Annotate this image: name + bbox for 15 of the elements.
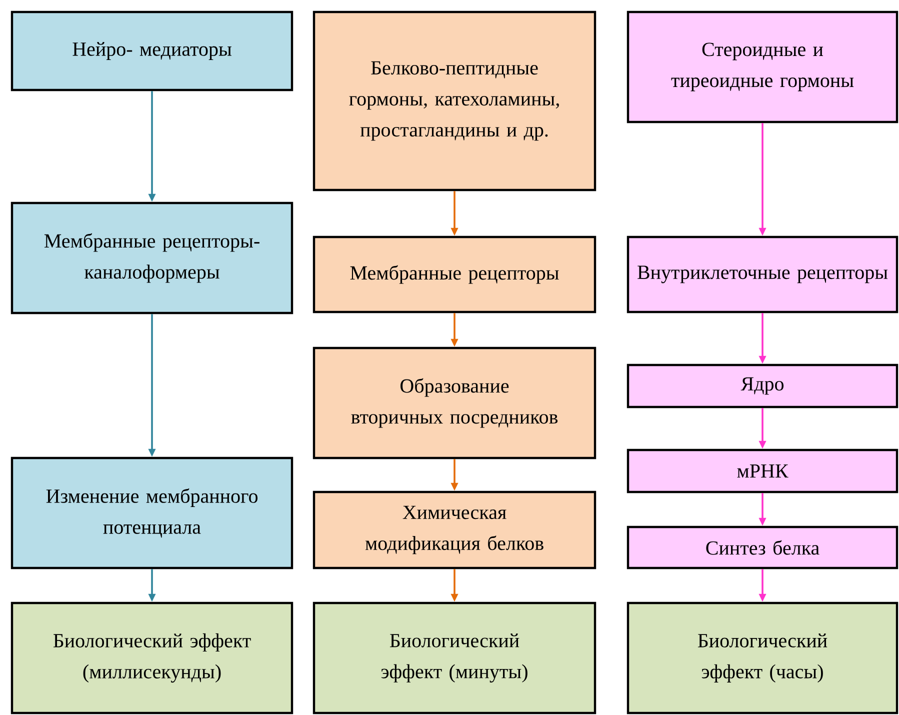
process-box: Мембранные рецепторы — [312, 236, 596, 314]
process-box: Нейро- медиаторы — [10, 10, 294, 92]
result-box: Биологический эффект (часы) — [626, 602, 898, 714]
process-box: мРНК — [626, 448, 898, 494]
process-box: Изменение мембранного потенциала — [10, 456, 294, 570]
result-box: Биологический эффект (миллисекунды) — [10, 602, 294, 714]
process-box: Синтез белка — [626, 526, 898, 570]
process-box: Мембранные рецепторы- каналоформеры — [10, 202, 294, 314]
process-box: Образование вторичных посредников — [312, 346, 596, 460]
process-box: Химическая модификация белков — [312, 490, 596, 570]
process-box: Ядро — [626, 364, 898, 408]
result-box: Биологический эффект (минуты) — [312, 602, 596, 714]
process-box: Внутриклеточные рецепторы — [626, 236, 898, 314]
process-box: Белково-пептидные гормоны, катехоламины, простагландины и др. — [312, 10, 596, 192]
process-box: Стероидные и тиреоидные гормоны — [626, 10, 898, 124]
